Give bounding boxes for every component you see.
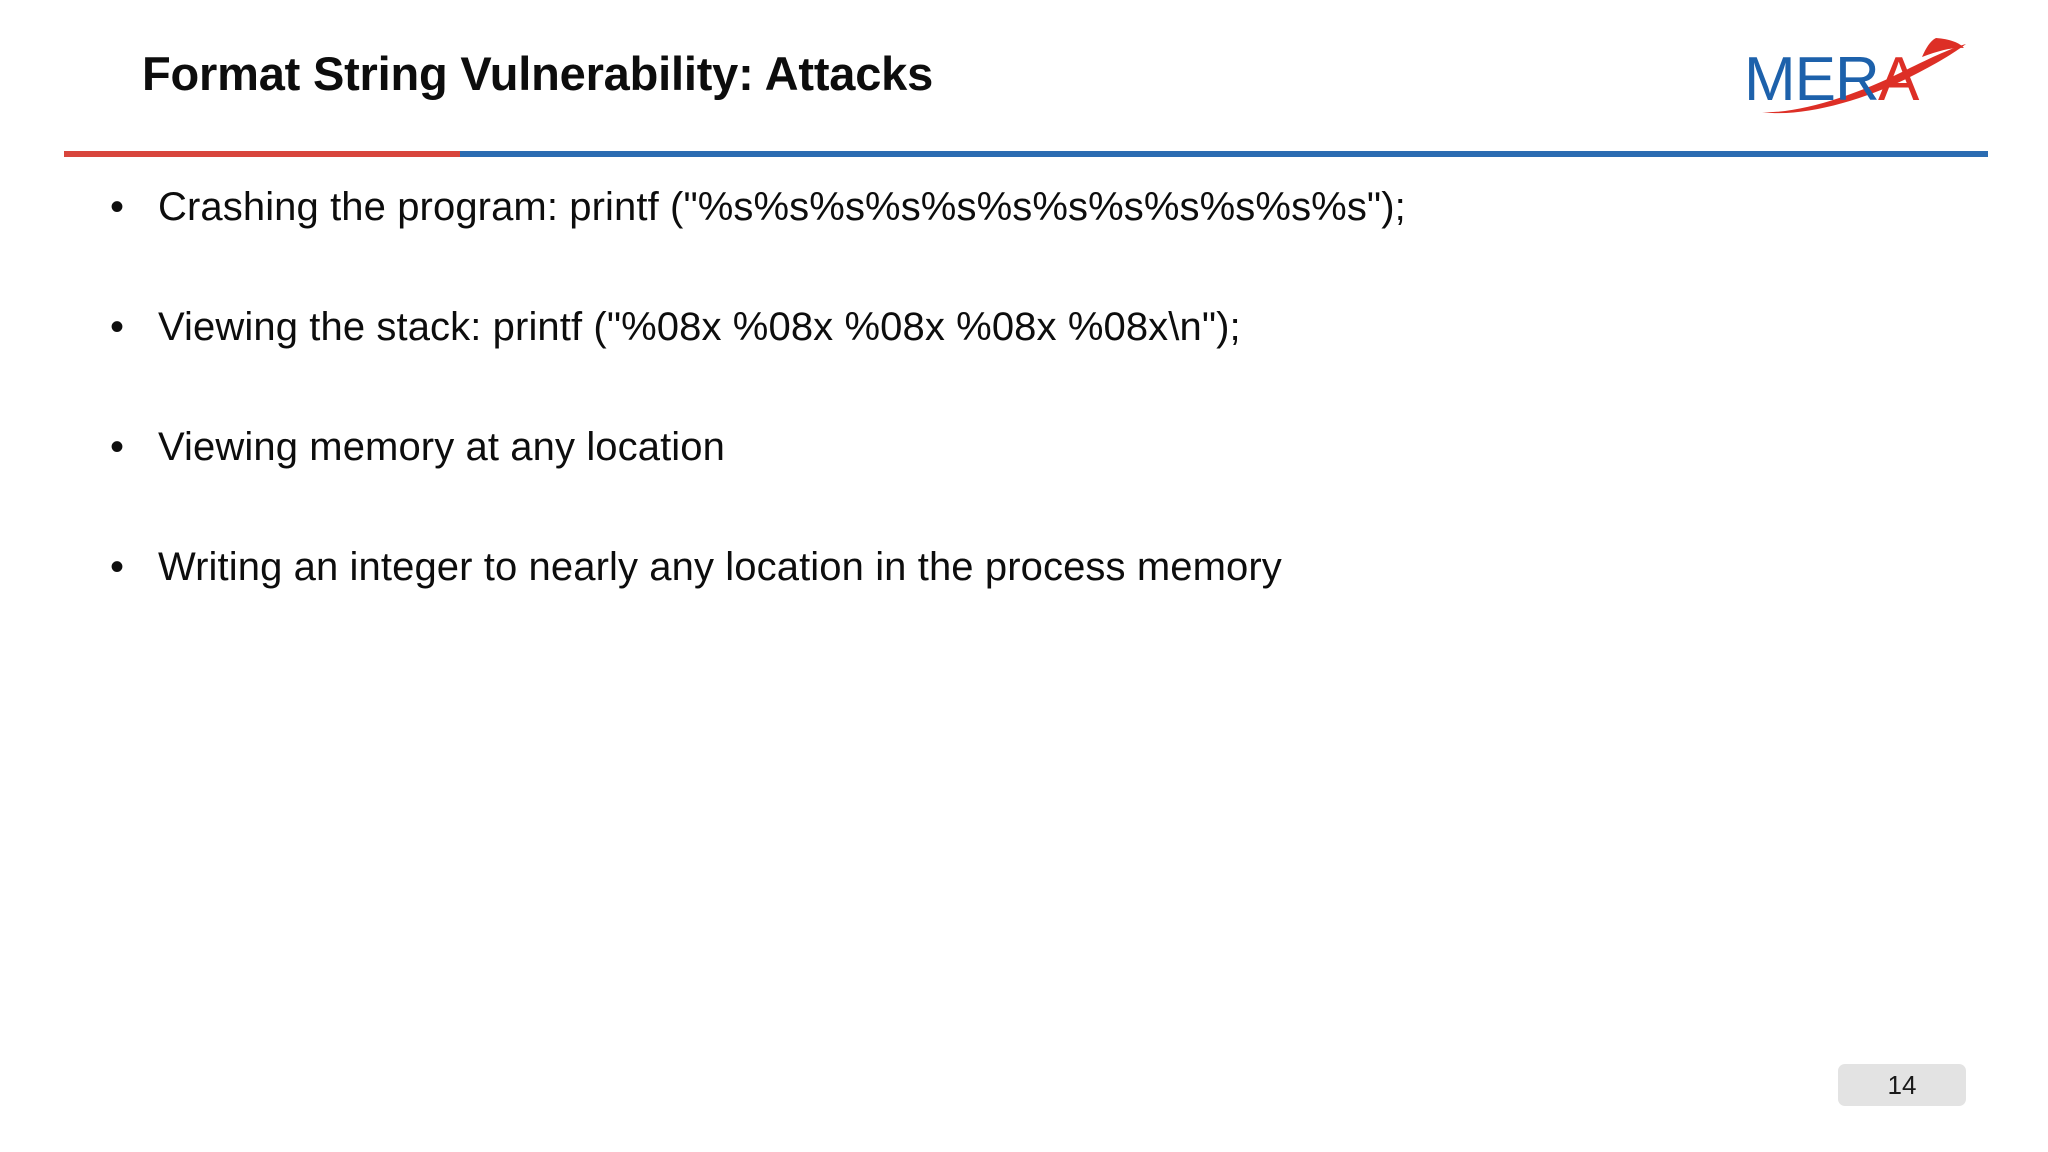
list-item: • Writing an integer to nearly any locat…: [100, 536, 1960, 598]
list-item: • Crashing the program: printf ("%s%s%s%…: [100, 176, 1960, 238]
list-item: • Viewing the stack: printf ("%08x %08x …: [100, 296, 1960, 358]
mera-logo: MER A: [1740, 28, 1975, 120]
bullet-marker-icon: •: [110, 185, 125, 229]
page-number-badge: 14: [1838, 1064, 1966, 1106]
mera-logo-text-mer: MER: [1744, 45, 1879, 114]
title-divider: [64, 151, 1988, 157]
bullet-list: • Crashing the program: printf ("%s%s%s%…: [100, 176, 1960, 656]
bullet-marker-icon: •: [110, 425, 125, 469]
mera-logo-text-a: A: [1878, 45, 1920, 114]
bullet-text: Writing an integer to nearly any locatio…: [158, 545, 1282, 589]
red-swoosh-icon: [1762, 38, 1966, 114]
divider-blue-segment: [460, 151, 1988, 157]
list-item: • Viewing memory at any location: [100, 416, 1960, 478]
bullet-text: Viewing memory at any location: [158, 425, 725, 469]
bullet-marker-icon: •: [110, 545, 125, 589]
page-number-label: 14: [1887, 1070, 1917, 1100]
bullet-text: Crashing the program: printf ("%s%s%s%s%…: [158, 185, 1406, 229]
mera-logo-svg: MER A: [1744, 38, 1966, 114]
bullet-text: Viewing the stack: printf ("%08x %08x %0…: [158, 305, 1241, 349]
divider-red-segment: [64, 151, 460, 157]
bullet-marker-icon: •: [110, 305, 125, 349]
page-title: Format String Vulnerability: Attacks: [142, 47, 934, 100]
